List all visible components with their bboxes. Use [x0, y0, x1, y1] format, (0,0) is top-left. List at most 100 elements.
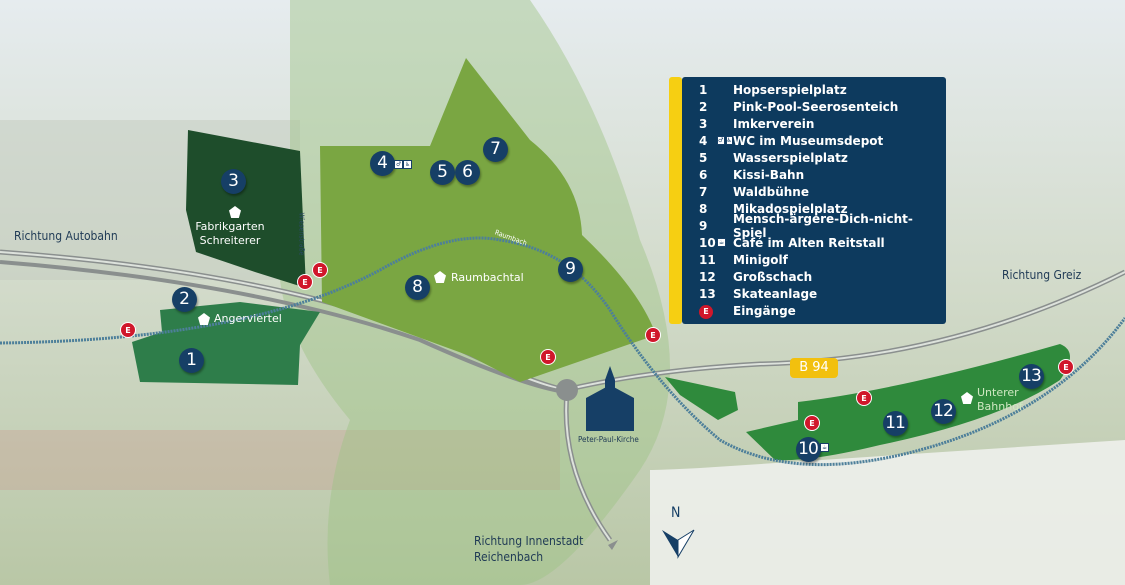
entrance-marker[interactable]: E	[120, 322, 136, 338]
legend-item: 10☕ Café im Alten Reitstall	[699, 234, 946, 251]
poi-icon	[198, 313, 210, 325]
legend-item: 11 Minigolf	[699, 251, 946, 268]
legend-number: 10	[699, 235, 716, 250]
marker-2[interactable]: 2	[171, 286, 197, 312]
legend-label: Eingänge	[733, 303, 796, 318]
entrance-marker[interactable]: E	[804, 415, 820, 431]
legend-label: Minigolf	[733, 252, 788, 267]
legend-label: Mikadospielplatz	[733, 201, 848, 216]
entrance-marker[interactable]: E	[1058, 359, 1074, 375]
marker-9[interactable]: 9	[557, 256, 583, 282]
marker-8[interactable]: 8	[404, 274, 430, 300]
area-label-fabrikgarten: Fabrikgarten Schreiterer	[195, 220, 265, 247]
direction-innenstadt-line1: Richtung Innenstadt	[474, 534, 584, 548]
marker-6[interactable]: 6	[454, 159, 480, 185]
north-label: N	[671, 505, 681, 521]
legend-item: 9 Mensch-ärgere-Dich-nicht-Spiel	[699, 212, 946, 240]
direction-innenstadt-line2: Reichenbach	[474, 550, 544, 564]
legend-item: 4 ♂♿WC im Museumsdepot	[699, 132, 946, 149]
wheelchair-icon: ♿	[725, 136, 733, 145]
area-unterer-bahnhof	[746, 344, 1070, 461]
legend-number: 5	[699, 150, 708, 165]
entrance-marker[interactable]: E	[645, 327, 661, 343]
poi-icon	[229, 206, 241, 218]
legend-icons: ♂♿	[717, 136, 733, 145]
wheelchair-icon: ♿	[403, 160, 412, 169]
marker-1[interactable]: 1	[178, 347, 204, 373]
legend-item: 6 Kissi-Bahn	[699, 166, 946, 183]
label-wiesenstrasse: Wiesenstraße	[297, 212, 306, 256]
legend-label: Pink-Pool-Seerosenteich	[733, 99, 899, 114]
entrance-marker[interactable]: E	[297, 274, 313, 290]
area-label-raumbachtal: Raumbachtal	[451, 271, 524, 284]
legend-label: Hopserspielplatz	[733, 82, 847, 97]
entrance-marker[interactable]: E	[312, 262, 328, 278]
legend-label: Café im Alten Reitstall	[733, 235, 885, 250]
legend-number: 11	[699, 252, 716, 267]
cafe-icon: ☕	[717, 238, 726, 247]
wc-icon: ♂	[717, 136, 725, 145]
legend-item: 2 Pink-Pool-Seerosenteich	[699, 98, 946, 115]
marker-11[interactable]: 11	[882, 410, 908, 436]
legend-label: Wasserspielplatz	[733, 150, 848, 165]
legend-icons: ☕	[717, 238, 733, 247]
legend-number: 3	[699, 116, 708, 131]
direction-autobahn: Richtung Autobahn	[14, 229, 118, 243]
marker-3[interactable]: 3	[220, 168, 246, 194]
road-badge-b94: B 94	[790, 358, 838, 378]
legend-label: Skateanlage	[733, 286, 818, 301]
poi-icon	[434, 271, 446, 283]
church-label: Peter-Paul-Kirche	[578, 435, 639, 444]
legend-item: 8 Mikadospielplatz	[699, 200, 946, 217]
legend-label: Mensch-ärgere-Dich-nicht-Spiel	[732, 211, 913, 240]
church-icon	[586, 366, 634, 431]
legend-number: 9	[699, 218, 708, 233]
legend-label: Waldbühne	[733, 184, 809, 199]
entrance-marker[interactable]: E	[856, 390, 872, 406]
cafe-icon-glyph: ☕	[820, 443, 829, 452]
legend-label: Großschach	[733, 269, 813, 284]
area-label-angerviertel: Angerviertel	[214, 312, 282, 325]
area-label-unterer-bahnhof: Unterer Bahnhof	[977, 386, 1023, 413]
raumbach-river	[0, 236, 1125, 467]
area-wedge	[665, 377, 738, 420]
marker-7[interactable]: 7	[482, 136, 508, 162]
legend-accent-bar	[669, 77, 682, 324]
marker-13[interactable]: 13	[1018, 363, 1044, 389]
marker-4[interactable]: 4	[369, 150, 395, 176]
legend-label: Imkerverein	[733, 116, 815, 131]
legend-label: WC im Museumsdepot	[733, 133, 884, 148]
legend-number: 12	[699, 269, 716, 284]
direction-greiz: Richtung Greiz	[1002, 268, 1082, 282]
marker-12[interactable]: 12	[930, 398, 956, 424]
legend-item: 5 Wasserspielplatz	[699, 149, 946, 166]
legend-number: 4	[699, 133, 708, 148]
marker-5[interactable]: 5	[429, 159, 455, 185]
wc-icon: ♂	[394, 160, 403, 169]
entrance-icon: E	[699, 304, 713, 319]
legend-number: 13	[699, 286, 716, 301]
poi-icon	[961, 392, 973, 404]
legend-number: 8	[699, 201, 708, 216]
legend-item: 12 Großschach	[699, 268, 946, 285]
area-raumbachtal	[320, 58, 656, 382]
area-fabrikgarten	[186, 130, 306, 288]
north-arrow-icon	[662, 529, 695, 559]
legend-number: 2	[699, 99, 708, 114]
legend-item: 3 Imkerverein	[699, 115, 946, 132]
legend-item: E Eingänge	[699, 302, 946, 319]
legend-label: Kissi-Bahn	[733, 167, 805, 182]
legend-number: E	[699, 303, 717, 319]
wc-wheelchair-icons: ♂♿	[394, 157, 412, 171]
legend-number: 1	[699, 82, 708, 97]
legend-panel: 1 Hopserspielplatz 2 Pink-Pool-Seerosenteic…	[682, 77, 946, 324]
legend-number: 6	[699, 167, 708, 182]
entrance-marker[interactable]: E	[540, 349, 556, 365]
cafe-icon: ☕	[820, 440, 829, 454]
legend-item: 1 Hopserspielplatz	[699, 81, 946, 98]
legend-item: 13 Skateanlage	[699, 285, 946, 302]
marker-10[interactable]: 10	[795, 436, 821, 462]
